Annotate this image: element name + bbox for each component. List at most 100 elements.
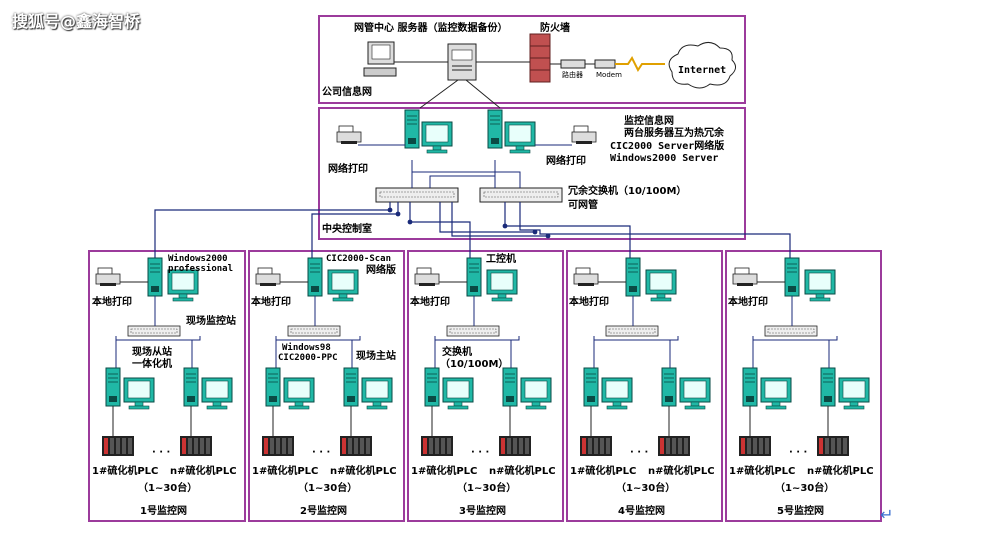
station2-printer-label: 本地打印 [251,297,291,308]
station2-plc-left: 1#硫化机PLC [252,466,319,477]
station5-hub-icon [764,325,818,337]
station4-printer-icon [573,267,599,287]
station4-server-monitor-icon [645,269,677,302]
firewall-label: 防火墙 [540,23,570,34]
wan-link [615,56,665,72]
station5-server-monitor-icon [804,269,836,302]
net-printer-right-icon [571,125,597,145]
station5-dots: · · · [789,447,808,458]
monitor-net-line3: CIC2000 Server网络版 [610,141,725,152]
station1-hub-icon [127,325,181,337]
station1-printer-icon [95,267,121,287]
station1-client-left-monitor-icon [123,377,155,410]
station3-hub-line1: 交换机 [442,347,472,358]
station1-sub-line2: 一体化机 [132,359,172,370]
station5-plc-right: n#硫化机PLC [807,466,874,477]
station1-client-right-monitor-icon [201,377,233,410]
station3-plc-right: n#硫化机PLC [489,466,556,477]
station3-server-icon [466,257,482,297]
station3-client-right-tower-icon [502,367,518,407]
backup-server-icon [447,43,477,81]
station1-plc-left: 1#硫化机PLC [92,466,159,477]
station2-server-icon [307,257,323,297]
station1-plc-left-icon [102,436,134,456]
station2-hub-side: 现场主站 [356,351,396,362]
station1-client-right-tower-icon [183,367,199,407]
top-title: 网管中心 服务器（监控数据备份） [354,23,508,34]
station4-count: （1~30台） [616,483,676,494]
internet-label: Internet [678,65,727,76]
station4-plc-right: n#硫化机PLC [648,466,715,477]
server-right-monitor-icon [504,121,536,154]
admin-workstation-icon [363,41,397,77]
station2-hub-icon [287,325,341,337]
station2-client-right-tower-icon [343,367,359,407]
station5-printer-icon [732,267,758,287]
station3-title: 3号监控网 [459,506,506,517]
station5-client-right-monitor-icon [838,377,870,410]
station1-printer-label: 本地打印 [92,297,132,308]
station4-hub-icon [605,325,659,337]
station1-plc-right-icon [180,436,212,456]
station5-client-right-tower-icon [820,367,836,407]
switch-label-line2: 可网管 [568,200,598,211]
station2-os-line2: 网络版 [366,265,396,276]
station1-count: （1~30台） [138,483,198,494]
internet-cloud-icon [668,42,736,89]
station4-plc-right-icon [658,436,690,456]
station3-printer-icon [414,267,440,287]
station4-plc-left-icon [580,436,612,456]
net-printer-right-label: 网络打印 [546,156,586,167]
return-arrow-icon: ↵ [880,505,894,524]
station3-plc-left-icon [421,436,453,456]
switch-label-line1: 冗余交换机（10/100M） [568,186,687,197]
station1-os-line2: professional [168,264,234,274]
firewall-icon [529,33,551,83]
station2-client-left-tower-icon [265,367,281,407]
server-right-icon [487,109,503,149]
central-control-box [318,107,746,240]
station1-hub-label: 现场监控站 [186,316,236,327]
station4-server-icon [625,257,641,297]
station4-client-right-monitor-icon [679,377,711,410]
station1-server-icon [147,257,163,297]
central-room-label: 中央控制室 [322,224,372,235]
station1-client-left-tower-icon [105,367,121,407]
backbone-links [154,202,791,258]
station3-dots: · · · [471,447,490,458]
station2-printer-icon [255,267,281,287]
station2-title: 2号监控网 [300,506,347,517]
router-a-label: 路由器 [562,71,583,79]
station3-plc-right-icon [499,436,531,456]
router-b-label: Modem [596,71,622,79]
station3-printer-label: 本地打印 [410,297,450,308]
station2-count: （1~30台） [298,483,358,494]
station2-client-left-monitor-icon [283,377,315,410]
station4-client-left-monitor-icon [601,377,633,410]
company-network-label: 公司信息网 [322,87,372,98]
station2-client-right-monitor-icon [361,377,393,410]
station2-os-line1: CIC2000-Scan [326,254,392,264]
station4-plc-left: 1#硫化机PLC [570,466,637,477]
station4-dots: · · · [630,447,649,458]
net-printer-left-icon [336,125,362,145]
watermark: 搜狐号@鑫海智桥 [12,12,141,31]
station3-plc-left: 1#硫化机PLC [411,466,478,477]
station5-title: 5号监控网 [777,506,824,517]
station3-client-left-tower-icon [424,367,440,407]
station3-client-right-monitor-icon [520,377,552,410]
station4-client-right-tower-icon [661,367,677,407]
monitor-net-line4: Windows2000 Server [610,153,719,164]
redundant-switch-icon [375,187,563,203]
station2-plc-left-icon [262,436,294,456]
station4-printer-label: 本地打印 [569,297,609,308]
station1-os-line1: Windows2000 [168,254,228,264]
station1-dots: · · · [152,447,171,458]
station1-title: 1号监控网 [140,506,187,517]
station2-dots: · · · [312,447,331,458]
station5-plc-left: 1#硫化机PLC [729,466,796,477]
station2-plc-right-icon [340,436,372,456]
station4-client-left-tower-icon [583,367,599,407]
station1-sub-line1: 现场从站 [132,347,172,358]
